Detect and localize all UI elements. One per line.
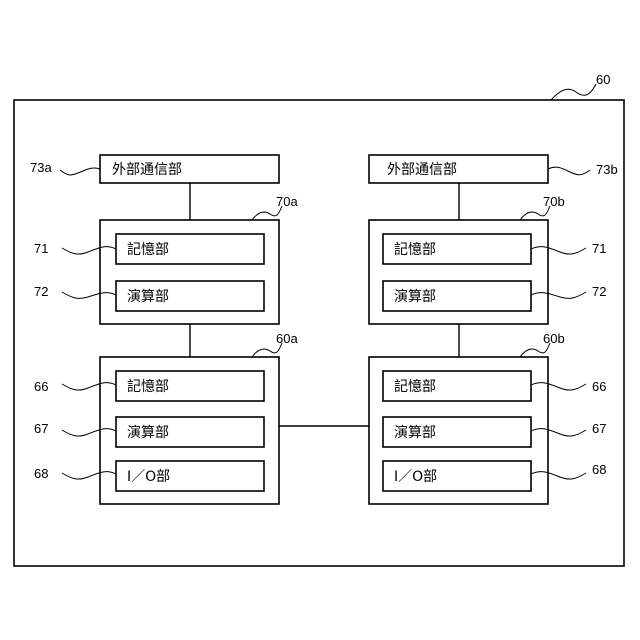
ref-right-upper-compute: 72	[592, 284, 606, 299]
ref-left-upper-compute: 72	[34, 284, 48, 299]
left-lower-io-label: I／O部	[127, 469, 170, 485]
right-upper-compute-label: 演算部	[394, 289, 436, 305]
ref-right-upper-memory: 71	[592, 241, 606, 256]
ref-left-upper-memory: 71	[34, 241, 48, 256]
left-upper-compute-label: 演算部	[127, 289, 169, 305]
ref-right-comm: 73b	[596, 162, 618, 177]
ref-right-lower-memory: 66	[592, 379, 606, 394]
ref-right-lower: 60b	[543, 331, 565, 346]
ref-left-comm: 73a	[30, 160, 52, 175]
ref-left-lower-io: 68	[34, 466, 48, 481]
ref-outer: 60	[596, 72, 610, 87]
right-lower-memory-label: 記憶部	[394, 378, 436, 395]
left-upper-memory-label: 記憶部	[127, 241, 169, 258]
right-lower-compute-label: 演算部	[394, 425, 436, 441]
left-lower-compute-label: 演算部	[127, 425, 169, 441]
left-lower-memory-label: 記憶部	[127, 378, 169, 395]
ref-left-upper: 70a	[276, 194, 298, 209]
left-comm-label: 外部通信部	[112, 162, 182, 178]
ref-left-lower: 60a	[276, 331, 298, 346]
ref-left-lower-compute: 67	[34, 421, 48, 436]
right-upper-memory-label: 記憶部	[394, 241, 436, 258]
ref-leader-outer	[551, 84, 596, 100]
right-lower-io-label: I／O部	[394, 469, 437, 485]
right-comm-label: 外部通信部	[387, 162, 457, 178]
ref-left-lower-memory: 66	[34, 379, 48, 394]
ref-right-lower-io: 68	[592, 462, 606, 477]
ref-right-upper: 70b	[543, 194, 565, 209]
ref-right-lower-compute: 67	[592, 421, 606, 436]
